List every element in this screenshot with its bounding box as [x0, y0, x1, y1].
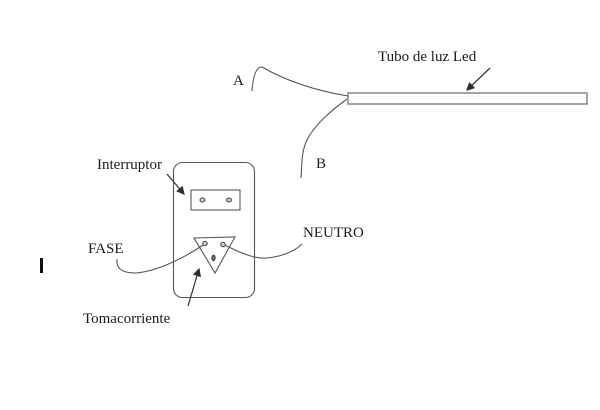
wire-a	[251, 66, 349, 97]
outlet-hole-phase	[202, 240, 208, 247]
neutral-label: NEUTRO	[303, 225, 364, 241]
switch-arrow	[166, 173, 185, 195]
tube-label: Tubo de luz Led	[378, 49, 477, 65]
switch-label: Interruptor	[97, 157, 162, 173]
phase-wire	[116, 244, 204, 274]
led-tube-shape	[347, 92, 588, 105]
outlet-label: Tomacorriente	[83, 311, 171, 327]
tube-arrow	[466, 67, 491, 91]
switch-hole-left	[199, 197, 206, 203]
switch-shape	[190, 189, 241, 211]
wire-b-label: B	[316, 156, 327, 172]
neutral-wire	[224, 243, 303, 259]
wire-a-label: A	[233, 73, 244, 89]
phase-label: FASE	[88, 241, 124, 257]
wall-plate-shape	[172, 161, 256, 299]
outlet-hole-ground	[211, 254, 216, 262]
wire-b	[300, 98, 348, 179]
outlet-arrow	[187, 267, 202, 307]
switch-hole-right	[226, 197, 232, 203]
outlet-hole-neutral	[220, 241, 226, 248]
text-cursor-mark	[40, 258, 43, 273]
